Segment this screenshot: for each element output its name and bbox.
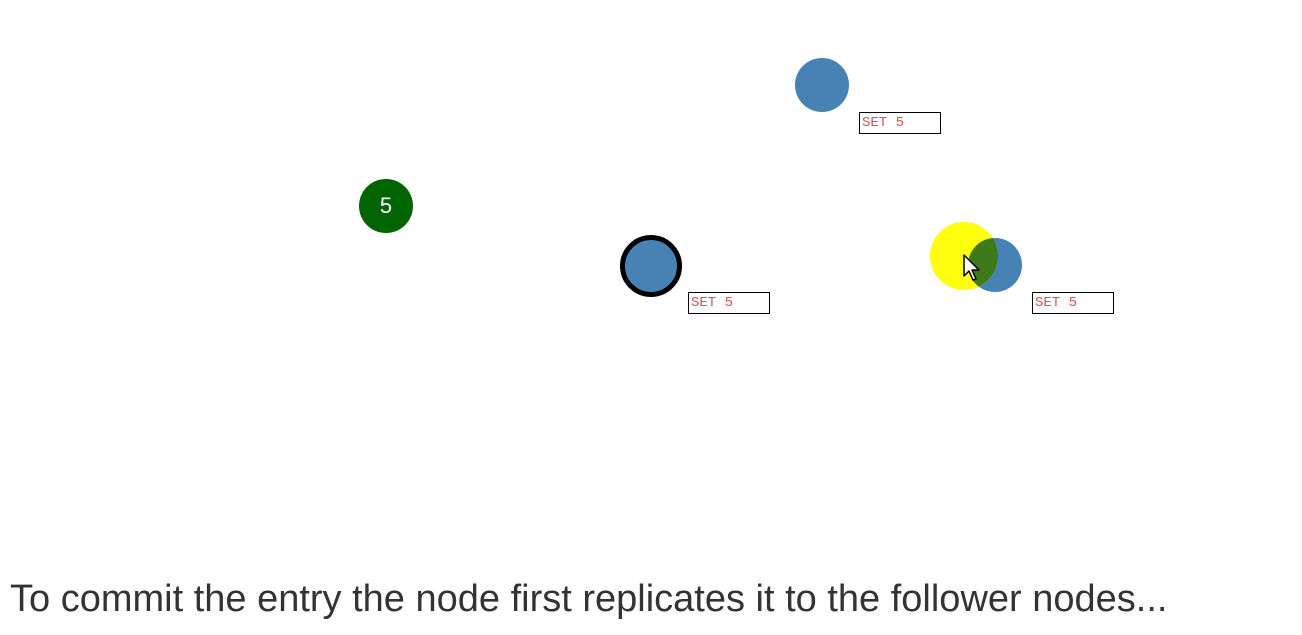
follower-node-top: [795, 58, 849, 112]
client-value: 5: [379, 193, 393, 218]
mouse-cursor-icon: [963, 254, 980, 281]
follower-right-log-entry: SET 5: [1032, 292, 1114, 314]
client-node: 5: [359, 179, 413, 233]
leader-log-entry: SET 5: [688, 292, 770, 314]
follower-top-log-entry: SET 5: [859, 112, 941, 134]
leader-node: [620, 235, 682, 297]
narration-caption: To commit the entry the node first repli…: [10, 578, 1168, 620]
raft-diagram: 5 SET 5 SET 5 SET 5: [359, 58, 1114, 314]
